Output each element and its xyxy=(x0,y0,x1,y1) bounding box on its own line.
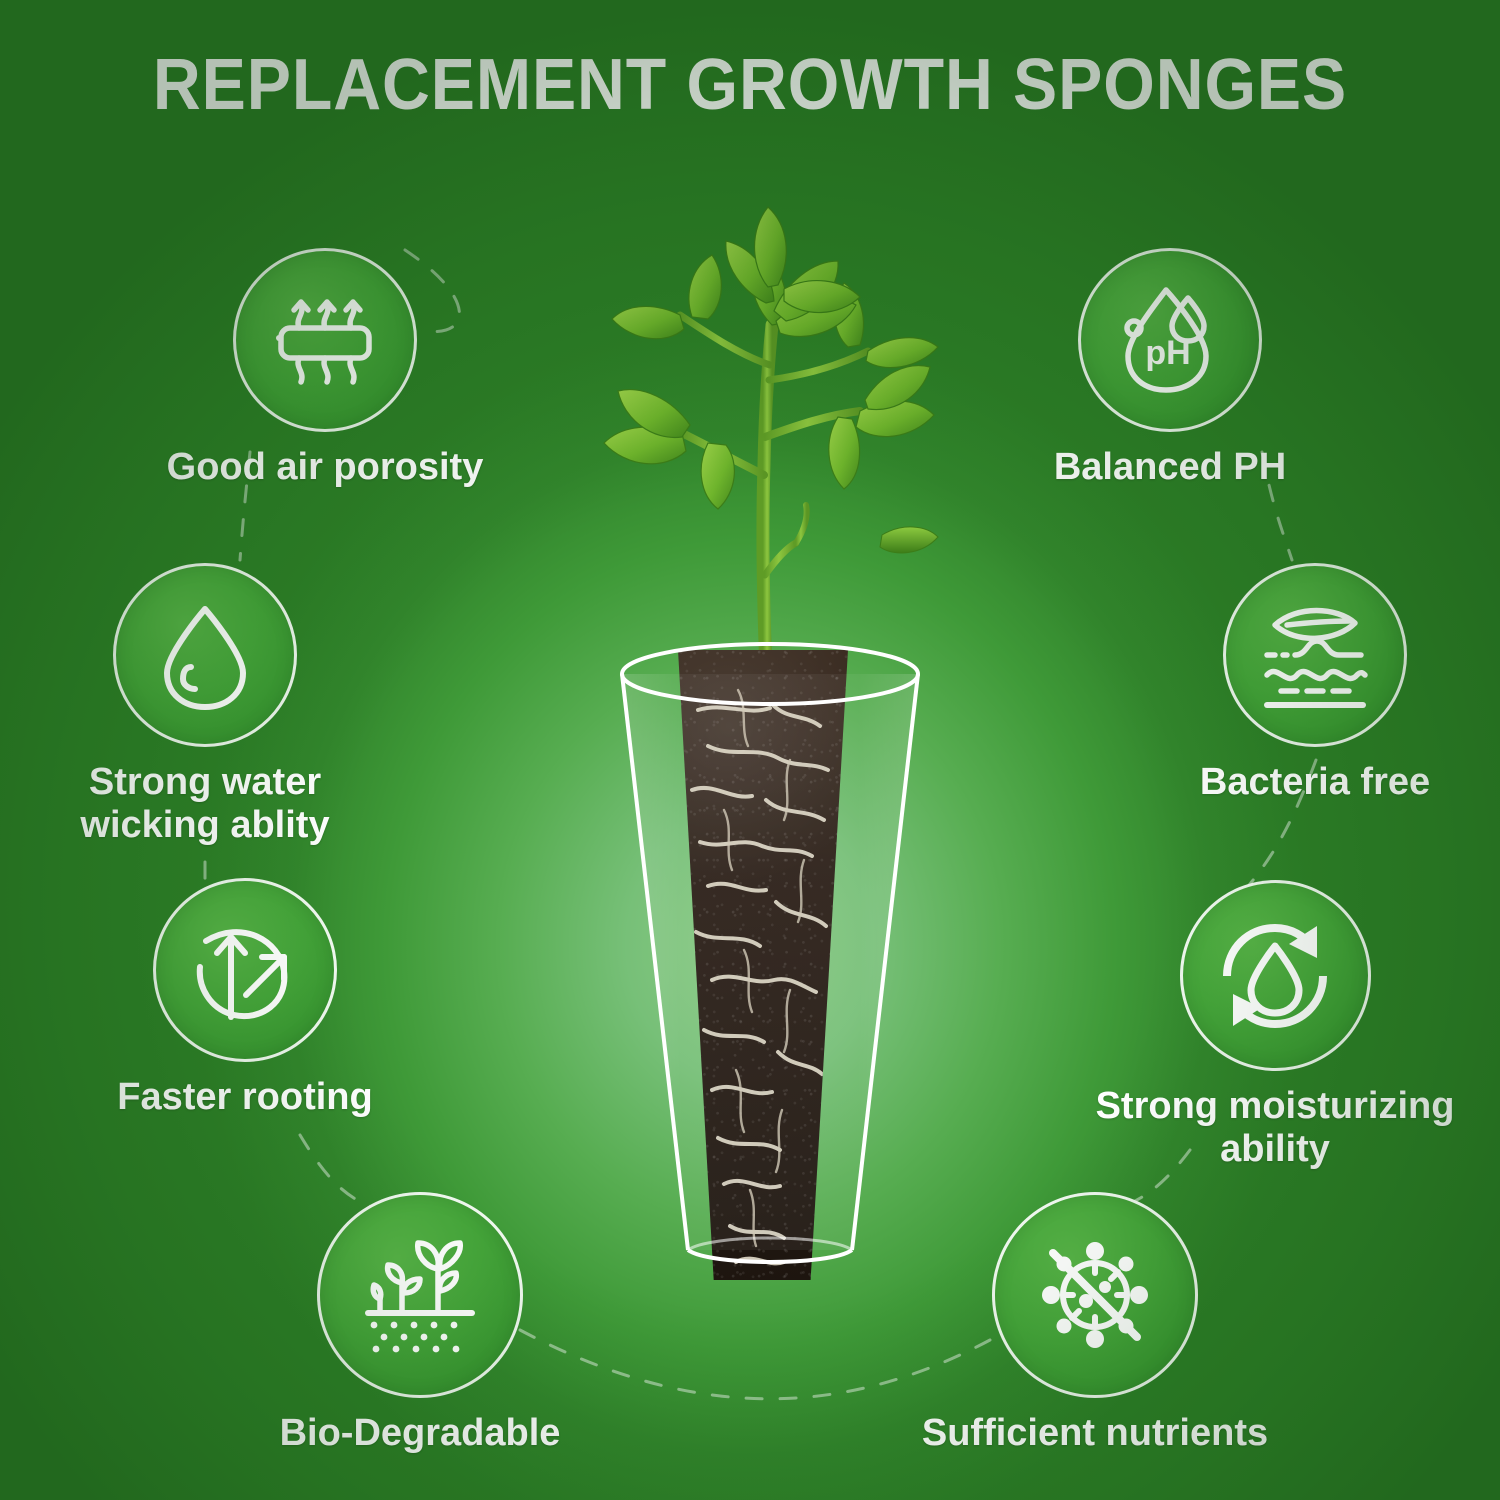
feature-label: Good air porosity xyxy=(166,446,484,488)
feature-strong-water-wicking[interactable]: Strong water wicking ablity xyxy=(25,563,385,846)
feature-balanced-ph[interactable]: pH Balanced PH xyxy=(1000,248,1340,489)
seedling-in-growth-sponge xyxy=(560,175,980,1315)
feature-strong-moisturizing[interactable]: Strong moisturizing ability xyxy=(1075,880,1475,1170)
feature-good-air-porosity[interactable]: Good air porosity xyxy=(145,248,505,489)
water-drop-icon xyxy=(113,563,297,747)
floating-leaf xyxy=(879,526,939,554)
feature-label: Bio-Degradable xyxy=(279,1412,561,1454)
feature-label: Sufficient nutrients xyxy=(921,1412,1269,1454)
ph-icon-text: pH xyxy=(1145,334,1190,372)
tomato-seedling xyxy=(603,206,939,675)
water-recycle-icon xyxy=(1179,880,1371,1071)
feature-label: Balanced PH xyxy=(1053,446,1287,488)
leaf-growth-arrows-icon xyxy=(153,878,337,1062)
air-porosity-icon xyxy=(233,248,417,432)
feature-bacteria-free[interactable]: Bacteria free xyxy=(1145,563,1485,804)
feature-label: Bacteria free xyxy=(1199,761,1431,803)
feature-label: Strong moisturizing ability xyxy=(1095,1085,1455,1170)
page-title: REPLACEMENT GROWTH SPONGES xyxy=(152,45,1348,125)
feature-bio-degradable[interactable]: Bio-Degradable xyxy=(230,1192,610,1455)
feature-label: Faster rooting xyxy=(117,1076,373,1118)
feature-faster-rooting[interactable]: Faster rooting xyxy=(65,878,425,1119)
feature-sufficient-nutrients[interactable]: Sufficient nutrients xyxy=(905,1192,1285,1455)
feature-label: Strong water wicking ablity xyxy=(80,761,330,846)
transparent-cup xyxy=(620,642,920,1264)
sprouts-in-soil-icon xyxy=(317,1192,523,1398)
leaf-over-waves-icon xyxy=(1223,563,1407,747)
no-germs-icon xyxy=(992,1192,1198,1398)
ph-droplet-icon: pH xyxy=(1078,248,1262,432)
